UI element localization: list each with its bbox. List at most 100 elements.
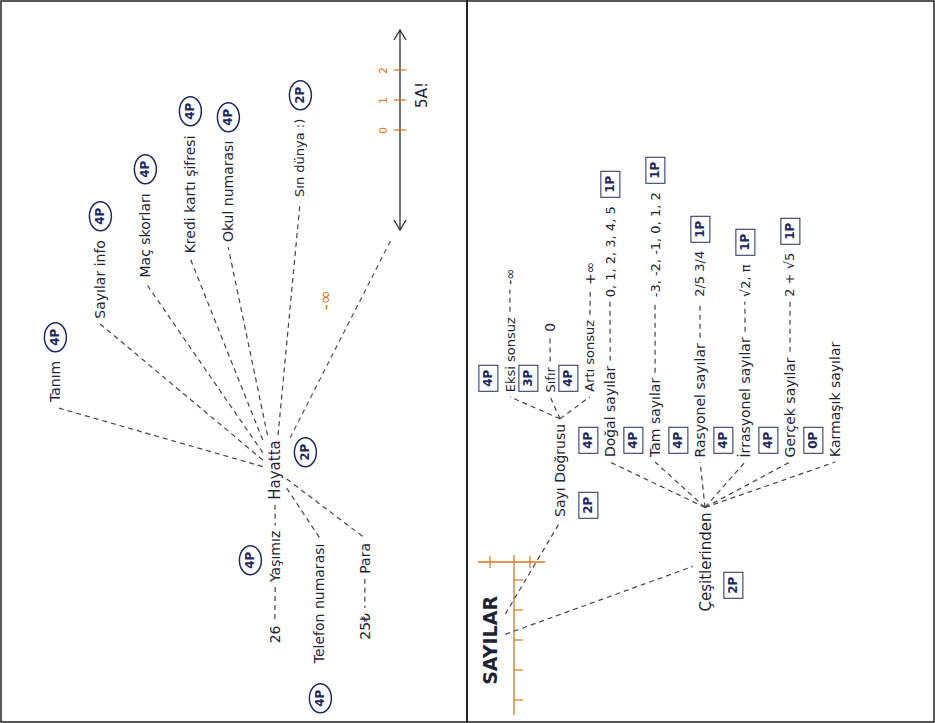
dashed-branch-line — [100, 324, 263, 460]
node-text: Doğal sayılar — [602, 366, 619, 457]
score-ellipse-shape — [44, 322, 66, 351]
topic-text: Tanım — [46, 358, 65, 405]
dashed-branch-line — [550, 397, 560, 419]
topic-text: Yaşımız — [266, 528, 285, 585]
node-text: 2P — [293, 86, 307, 103]
score-ellipse: 4P — [133, 153, 157, 184]
dashed-branch-line — [609, 302, 610, 361]
score-box: 4P — [758, 427, 778, 454]
score-ellipse: 2P — [288, 79, 312, 110]
topic-text: Rasyonel sayılar — [691, 340, 710, 460]
score-box: 2P — [723, 572, 743, 599]
score-box: 1P — [600, 170, 620, 197]
dashed-branch-line — [589, 290, 590, 315]
topic-text: 2/5 3/4 — [691, 248, 709, 300]
dashed-branch-line — [699, 302, 700, 338]
dashed-branch-line — [364, 579, 365, 608]
score-box: 4P — [668, 427, 688, 454]
score-box: 1P — [735, 228, 755, 255]
node-text: Sayı Doğrusu — [552, 424, 569, 517]
axis-note: 5A! — [413, 82, 431, 108]
node-text: 3P — [521, 370, 535, 387]
node-text: Maç skorları — [137, 193, 154, 277]
node-text: Hayatta — [266, 440, 284, 500]
score-box: 1P — [645, 156, 665, 183]
axis-arrow — [394, 220, 406, 230]
topic-text: Hayatta — [265, 437, 285, 503]
node-text: 4P — [48, 328, 62, 345]
node-text: Tanım — [47, 361, 64, 402]
dashed-branch-line — [560, 397, 590, 419]
dashed-branch-line — [145, 282, 263, 453]
score-ellipse-shape — [239, 546, 261, 575]
dashed-branch-line — [278, 202, 300, 435]
topic-text: √2, π — [736, 261, 754, 300]
node-text: 1P — [603, 175, 617, 192]
axis-tick — [394, 99, 406, 100]
dashed-branch-line — [505, 566, 693, 634]
dashed-branch-line — [744, 302, 745, 332]
node-text: 4P — [716, 432, 730, 449]
grid-tick — [514, 669, 523, 670]
topic-text: Okul numarası — [219, 138, 238, 245]
topic-text: 26 — [266, 622, 285, 646]
score-box: 3P — [518, 365, 538, 392]
node-text: 4P — [138, 160, 152, 177]
score-ellipse-shape — [294, 438, 316, 467]
score-ellipse-shape — [309, 684, 331, 713]
dashed-branch-line — [549, 337, 550, 362]
node-text: Gerçek sayılar — [782, 357, 799, 457]
score-ellipse: 2P — [293, 437, 317, 468]
node-text: Çeşitlerinden — [696, 512, 714, 611]
score-ellipse: 4P — [308, 683, 332, 714]
node-text: 0, 1, 2, 3, 4, 5 — [602, 206, 618, 297]
node-text: Karmaşık sayılar — [827, 342, 844, 457]
topic-text: 0, 1, 2, 3, 4, 5 — [601, 203, 619, 300]
score-ellipse-shape — [217, 102, 239, 131]
tick-number: 1 — [376, 97, 389, 104]
dashed-branch-line — [505, 522, 560, 614]
topic-text: Telefon numarası — [310, 540, 329, 666]
topic-text: Artı sonsuz — [581, 317, 599, 395]
node-text: Telefon numarası — [311, 543, 328, 663]
node-text: 4P — [183, 102, 197, 119]
topic-text: Eksi sonsuz — [501, 314, 519, 395]
node-text: -∞ — [501, 268, 518, 285]
node-text: +∞ — [582, 262, 599, 285]
node-text: Kredi kartı şifresi — [182, 135, 199, 253]
topic-text: 2 + √5 — [781, 250, 799, 300]
dashed-branch-line — [290, 238, 392, 438]
node-text: 4P — [581, 432, 595, 449]
grid-line — [478, 561, 545, 562]
grid-tick — [529, 556, 530, 568]
node-text: 2P — [298, 444, 312, 461]
score-box: 4P — [478, 365, 498, 392]
topic-text: -3, -2, -1, 0, 1, 2 — [646, 189, 664, 300]
dashed-branch-line — [287, 488, 320, 538]
score-box: 4P — [713, 427, 733, 454]
topic-text: Sayı Doğrusu — [551, 421, 570, 520]
grid-tick — [489, 556, 490, 568]
score-ellipse-shape — [179, 96, 201, 125]
score-ellipse: 4P — [178, 95, 202, 126]
node-text: Eksi sonsuz — [502, 317, 518, 392]
topic-text: 25₺ — [355, 610, 374, 643]
topic-text: Sayılar info — [90, 237, 109, 322]
score-box: 2P — [578, 492, 598, 519]
dashed-branch-line — [287, 479, 365, 538]
node-text: Rasyonel sayılar — [692, 343, 709, 457]
topic-text: +∞ — [581, 259, 600, 288]
score-box: 0P — [803, 427, 823, 454]
node-text: Yaşımız — [267, 531, 284, 582]
dashed-branch-line — [700, 462, 705, 507]
score-ellipse: 4P — [88, 200, 112, 231]
node-text: 4P — [481, 370, 495, 387]
node-text: 25₺ — [356, 613, 373, 640]
topic-text: Sın dünya :) — [291, 116, 309, 200]
node-text: Sıfır — [542, 367, 558, 392]
grid-tick — [514, 579, 523, 580]
node-text: √2, π — [737, 264, 753, 297]
infinity-mark: -∞ — [315, 290, 335, 310]
